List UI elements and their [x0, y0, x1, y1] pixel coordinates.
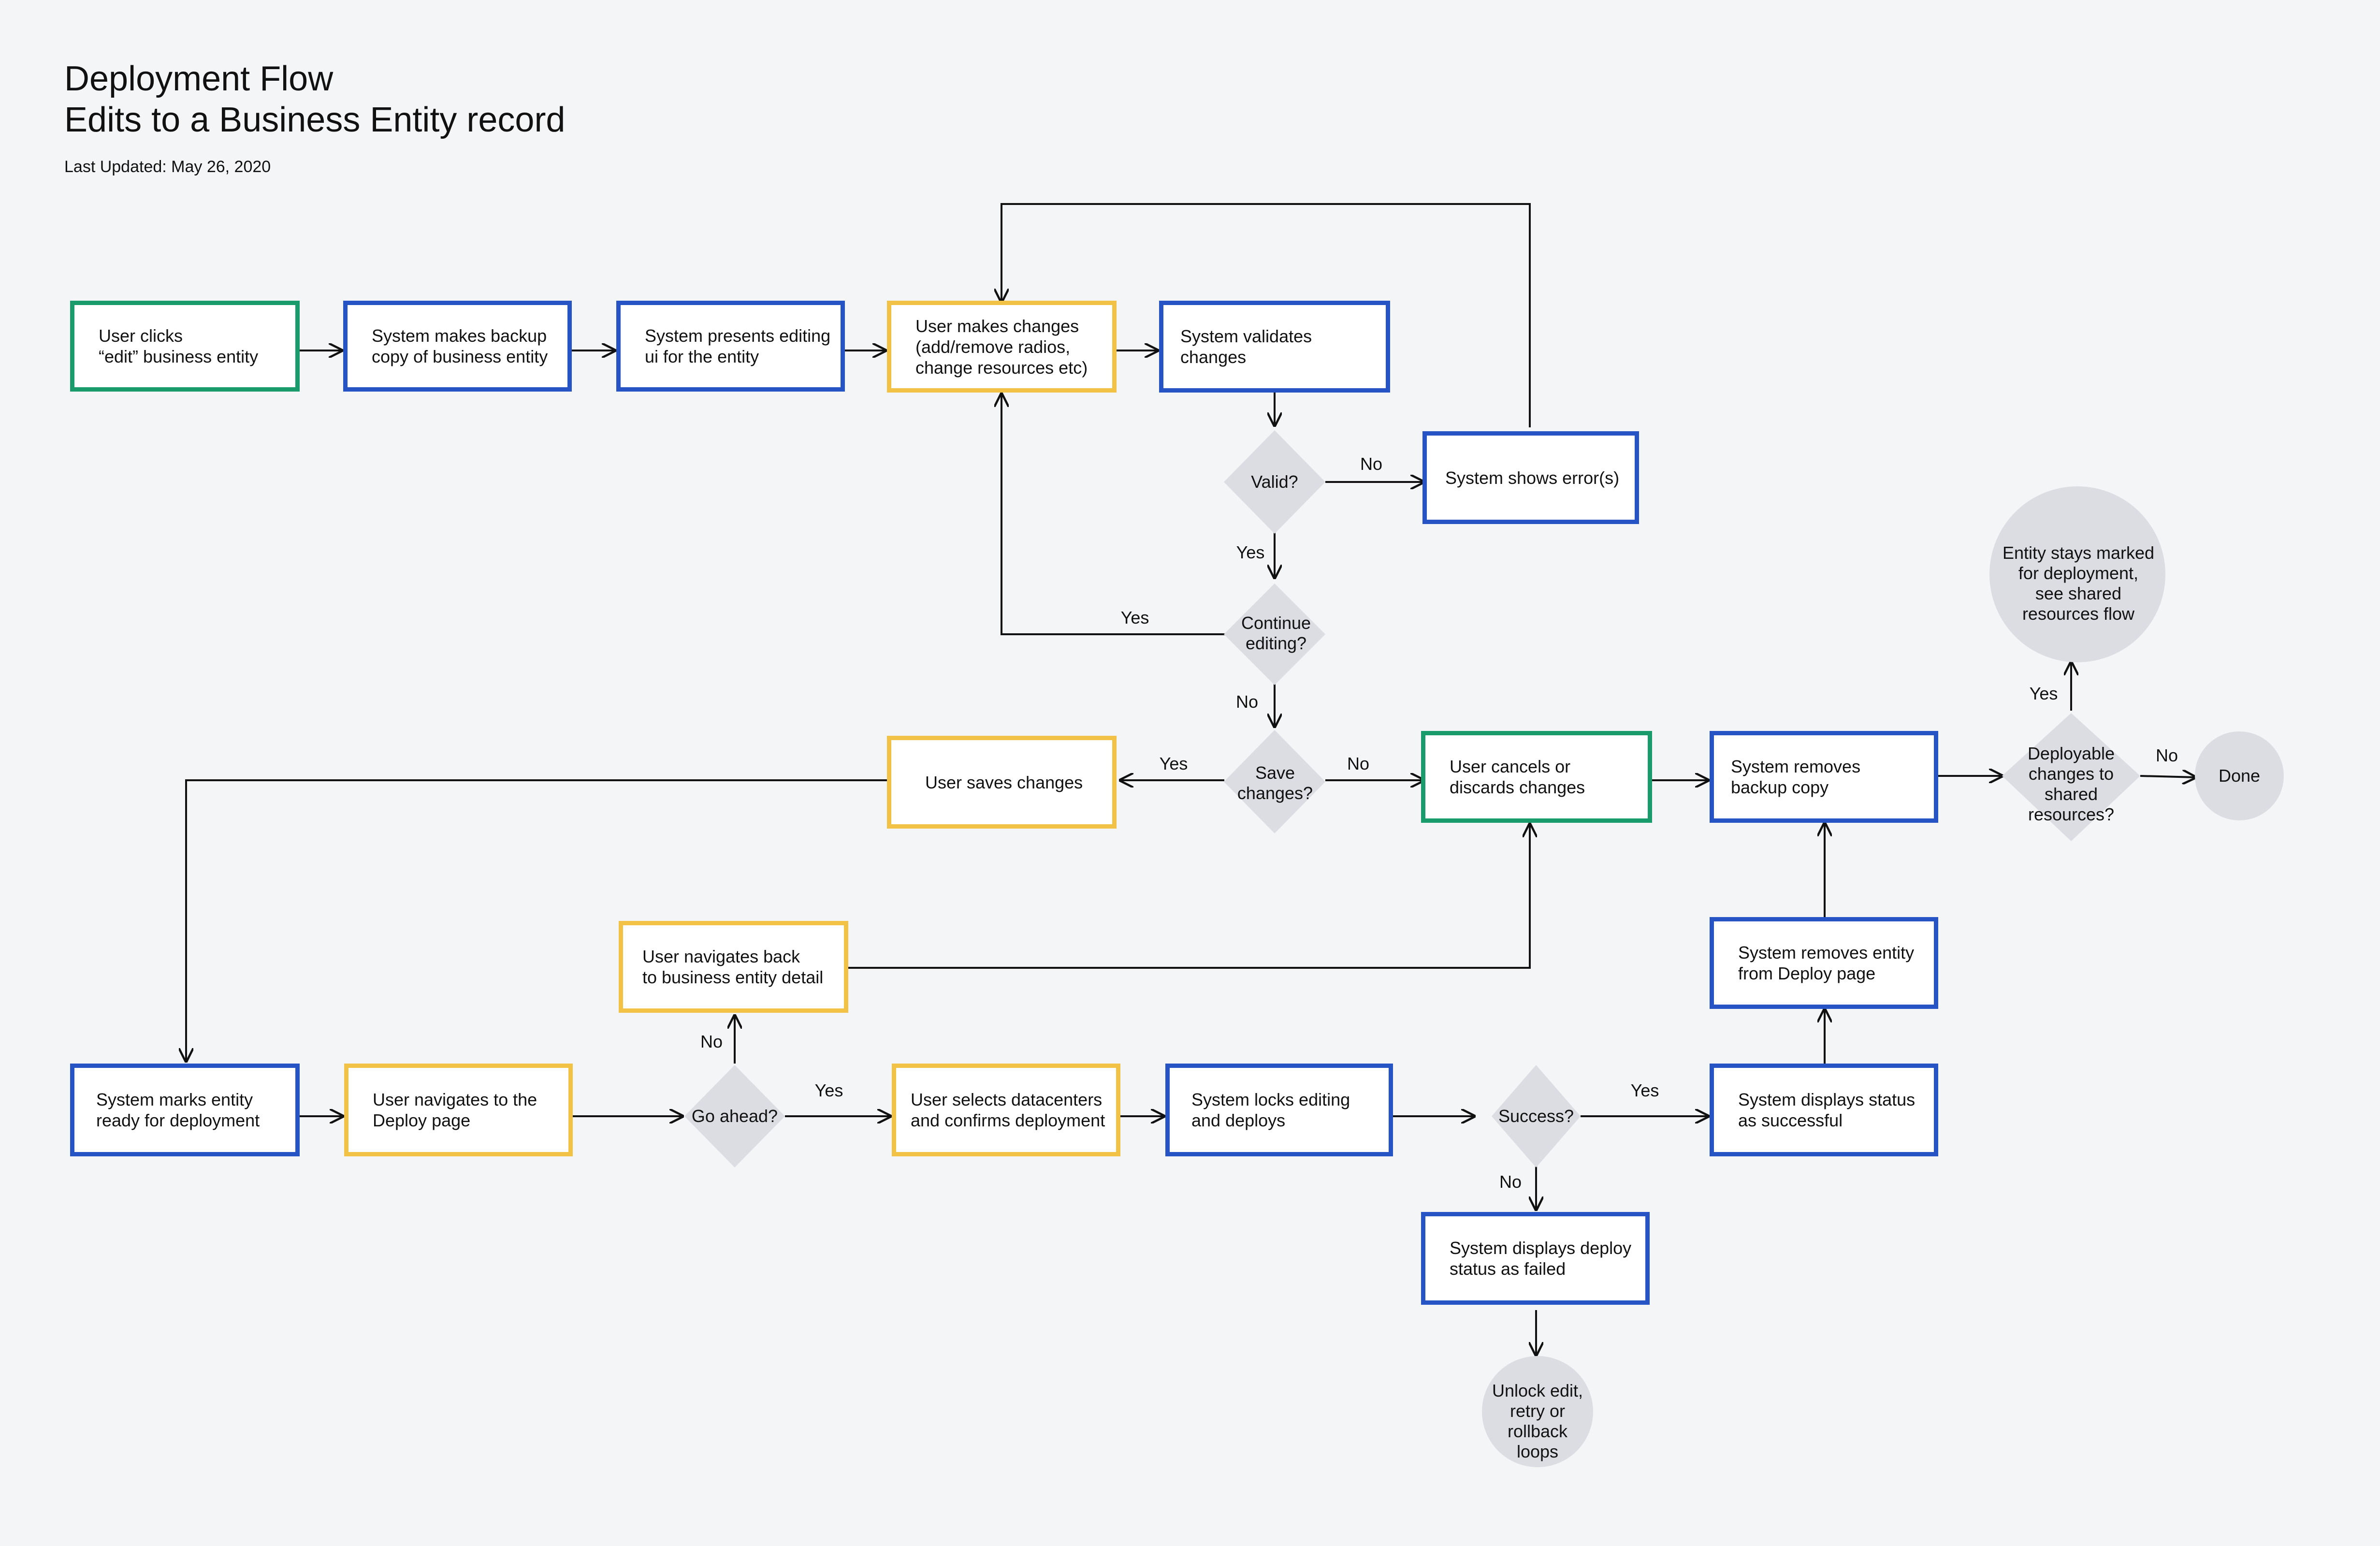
decision-deployable	[2002, 713, 2140, 841]
node-system-presents-ui: System presents editing ui for the entit…	[616, 301, 845, 392]
edge-errors-loop-to-changes	[1001, 203, 1531, 427]
edge-label-go-ahead-no: No	[700, 1032, 723, 1051]
node-system-validates: System validates changes	[1159, 301, 1390, 393]
decision-save-label: Save changes?	[1237, 763, 1313, 803]
edge-user-saves-to-marks-ready	[186, 779, 887, 1063]
edge-label-deployable-yes: Yes	[2029, 684, 2058, 703]
node-label: User clicks “edit” business entity	[99, 326, 259, 366]
node-user-selects-datacenters: User selects datacenters and confirms de…	[892, 1064, 1120, 1156]
node-system-displays-success: System displays status as successful	[1710, 1064, 1938, 1156]
node-system-locks: System locks editing and deploys	[1165, 1064, 1393, 1156]
node-label: User cancels or discards changes	[1450, 757, 1585, 797]
node-label: System marks entity ready for deployment	[96, 1090, 260, 1130]
edge-label-continue-yes: Yes	[1120, 608, 1149, 627]
edge-label-deployable-no: No	[2155, 745, 2178, 765]
terminal-entity-stays-marked	[1989, 486, 2165, 662]
node-system-displays-failed: System displays deploy status as failed	[1421, 1212, 1650, 1305]
page-title: Deployment Flow	[64, 59, 334, 98]
node-system-backup: System makes backup copy of business ent…	[343, 301, 572, 392]
edge-deployable-no-to-done	[2140, 776, 2197, 777]
decision-valid-label: Valid?	[1251, 472, 1298, 492]
edge-navigate-back-to-cancels	[847, 823, 1530, 969]
terminal-done-label: Done	[2218, 766, 2261, 786]
edge-label-success-yes: Yes	[1630, 1080, 1659, 1100]
node-label: User navigates to the Deploy page	[373, 1090, 537, 1130]
node-user-navigates-back: User navigates back to business entity d…	[619, 921, 848, 1013]
node-label: System locks editing and deploys	[1191, 1090, 1350, 1130]
page-subtitle: Edits to a Business Entity record	[64, 101, 566, 139]
decision-continue-editing	[1224, 583, 1325, 685]
terminal-unlock-edit	[1482, 1356, 1593, 1467]
terminal-done	[2195, 731, 2284, 820]
node-user-clicks-edit: User clicks “edit” business entity	[70, 301, 300, 392]
edge-continue-yes-to-changes	[1001, 393, 1225, 635]
node-label: System shows error(s)	[1445, 467, 1620, 488]
decision-success	[1492, 1065, 1581, 1167]
edge-label-save-yes: Yes	[1159, 754, 1188, 773]
node-label: User makes changes (add/remove radios, c…	[915, 316, 1088, 378]
node-user-cancels: User cancels or discards changes	[1421, 731, 1652, 823]
edge-label-valid-yes: Yes	[1236, 542, 1265, 562]
edge-label-save-no: No	[1347, 754, 1370, 773]
node-system-removes-backup: System removes backup copy	[1710, 731, 1938, 823]
edge-label-valid-no: No	[1360, 454, 1383, 474]
node-label: User navigates back to business entity d…	[642, 947, 824, 987]
decision-valid	[1224, 430, 1325, 534]
decision-continue-label: Continue editing?	[1241, 613, 1311, 653]
node-label: User saves changes	[925, 772, 1083, 792]
decision-deployable-label: Deployable changes to shared resources?	[2027, 744, 2115, 824]
node-label: System removes backup copy	[1731, 757, 1861, 797]
decision-save-changes	[1224, 730, 1325, 833]
node-label: System displays deploy status as failed	[1450, 1238, 1632, 1279]
terminal-entity-stays-marked-label: Entity stays marked for deployment, see …	[2002, 543, 2155, 624]
edge-label-continue-no: No	[1235, 692, 1259, 712]
node-label: User selects datacenters and confirms de…	[911, 1090, 1105, 1130]
decision-success-label: Success?	[1498, 1106, 1574, 1126]
decision-go-ahead	[684, 1065, 785, 1167]
node-user-saves-changes: User saves changes	[887, 736, 1117, 829]
node-label: System removes entity from Deploy page	[1738, 943, 1915, 983]
node-label: System validates changes	[1180, 326, 1312, 367]
edge-label-go-ahead-yes: Yes	[814, 1080, 843, 1100]
node-system-marks-ready: System marks entity ready for deployment	[70, 1064, 300, 1156]
decision-go-ahead-label: Go ahead?	[691, 1106, 778, 1126]
last-updated: Last Updated: May 26, 2020	[64, 158, 271, 176]
edge-label-success-no: No	[1499, 1172, 1522, 1192]
node-system-shows-errors: System shows error(s)	[1422, 431, 1639, 524]
node-label: System displays status as successful	[1738, 1090, 1916, 1130]
terminal-unlock-label: Unlock edit, retry or rollback loops	[1492, 1381, 1583, 1461]
node-label: System presents editing ui for the entit…	[645, 326, 831, 366]
node-system-removes-from-deploy: System removes entity from Deploy page	[1710, 917, 1938, 1009]
node-user-navigates-deploy: User navigates to the Deploy page	[344, 1064, 573, 1156]
node-label: System makes backup copy of business ent…	[372, 326, 548, 366]
node-user-makes-changes: User makes changes (add/remove radios, c…	[887, 301, 1117, 393]
